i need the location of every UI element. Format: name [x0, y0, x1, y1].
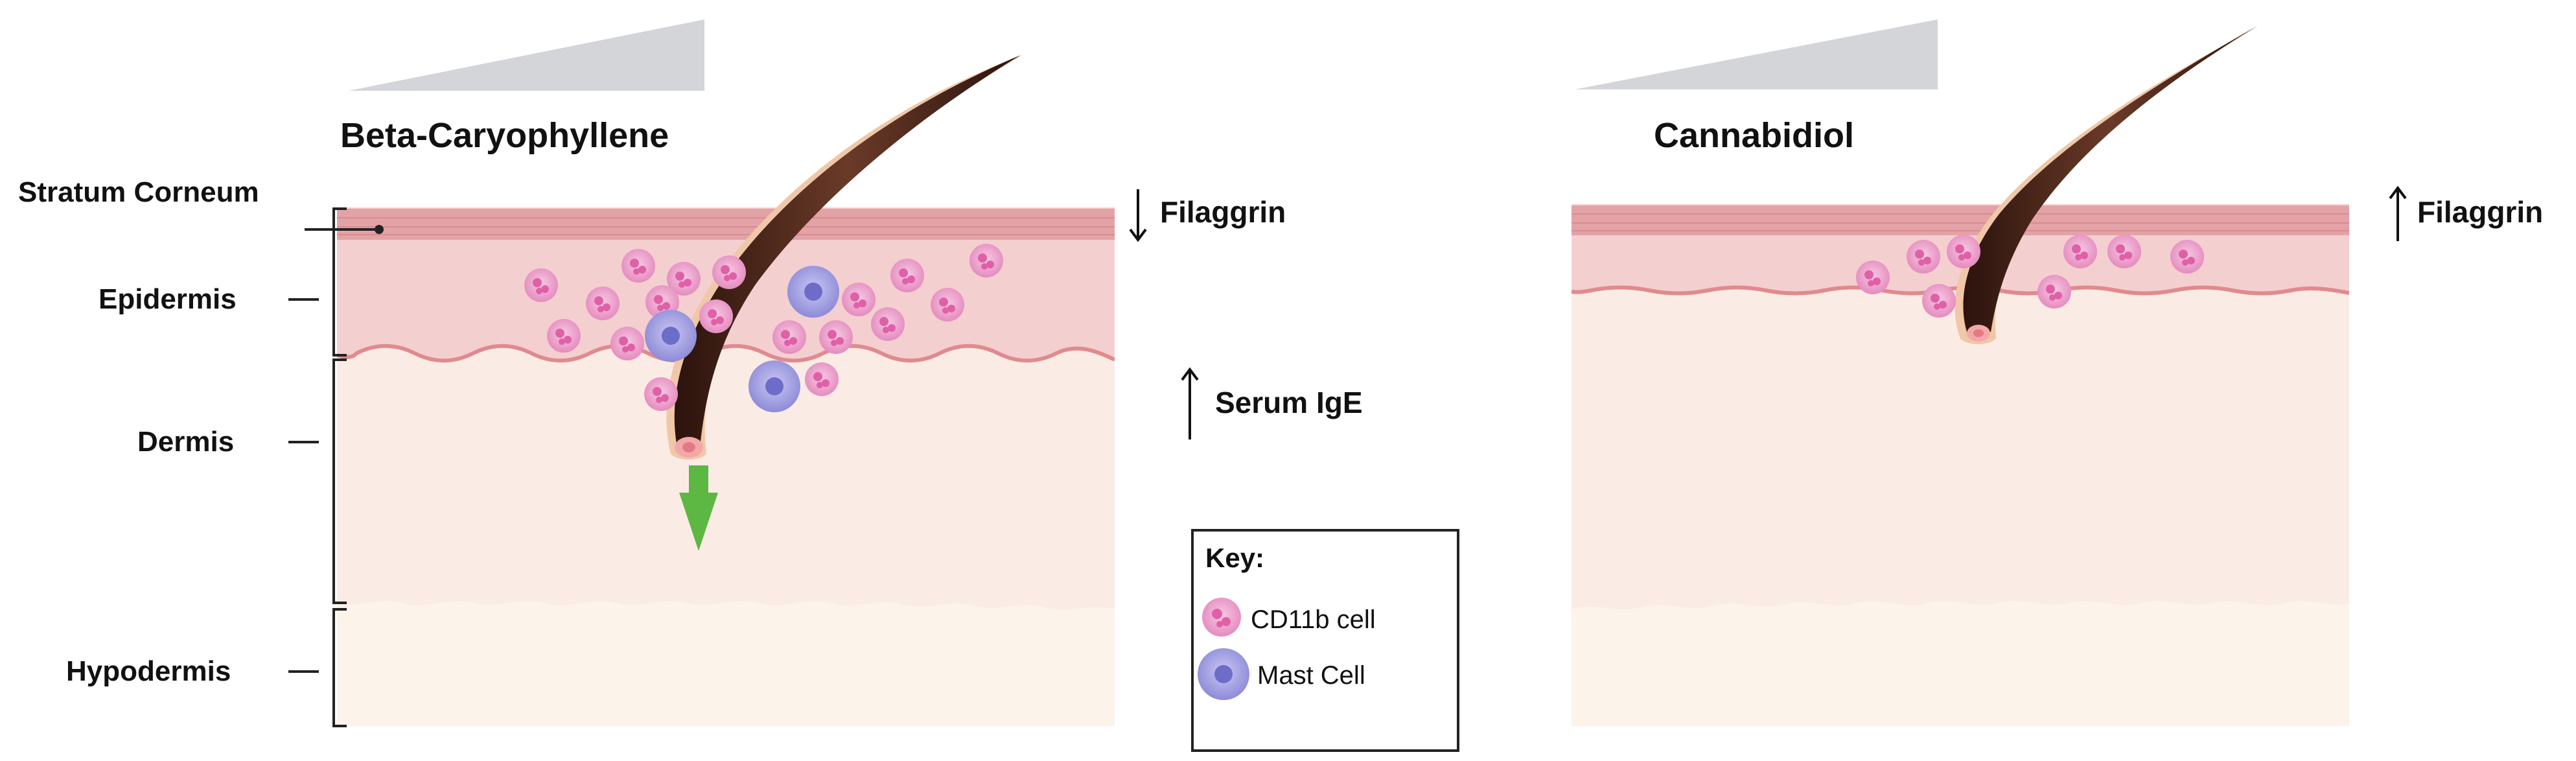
- serum-ige-up-arrow-icon: [1181, 367, 1199, 439]
- layer-label-epidermis: Epidermis: [99, 283, 237, 315]
- key-title: Key:: [1205, 543, 1265, 573]
- key-label-cd11b: CD11b cell: [1251, 605, 1376, 634]
- mast-cell-icon: [1198, 648, 1249, 700]
- hair-follicle-left: [666, 55, 1023, 460]
- layer-label-dermis: Dermis: [137, 426, 235, 458]
- hypodermis-layer-right: [1572, 601, 2349, 726]
- layer-label-hypodermis: Hypodermis: [66, 655, 231, 687]
- effect-label-serum-ige: Serum IgE: [1215, 386, 1363, 419]
- green-down-arrow: [679, 465, 718, 551]
- cd11b-cells-left: [524, 244, 1003, 411]
- layer-label-stratum-corneum: Stratum Corneum: [18, 176, 259, 208]
- cd11b-cells-right: [1856, 235, 2204, 318]
- dose-wedge-left: [349, 19, 704, 91]
- effect-label-filaggrin-left: Filaggrin: [1160, 195, 1286, 229]
- panel-title-left: Beta-Caryophyllene: [340, 116, 669, 155]
- dermis-layer-left: [337, 337, 1115, 610]
- dose-wedge-right: [1575, 19, 1938, 89]
- cd11b-cell-icon: [1202, 598, 1241, 637]
- key-label-mast-cell: Mast Cell: [1257, 661, 1365, 690]
- panel-title-right: Cannabidiol: [1654, 116, 1854, 155]
- layer-bracket: [288, 207, 379, 727]
- key-box: [1191, 529, 1459, 752]
- right-panel: [1572, 19, 2407, 726]
- left-panel: [288, 19, 1459, 752]
- effect-label-filaggrin-right: Filaggrin: [2417, 195, 2544, 229]
- filaggrin-up-arrow-icon: [2389, 185, 2407, 241]
- filaggrin-down-arrow-icon: [1129, 189, 1147, 242]
- hair-follicle-right: [1955, 26, 2259, 344]
- mast-cells-left: [645, 266, 839, 412]
